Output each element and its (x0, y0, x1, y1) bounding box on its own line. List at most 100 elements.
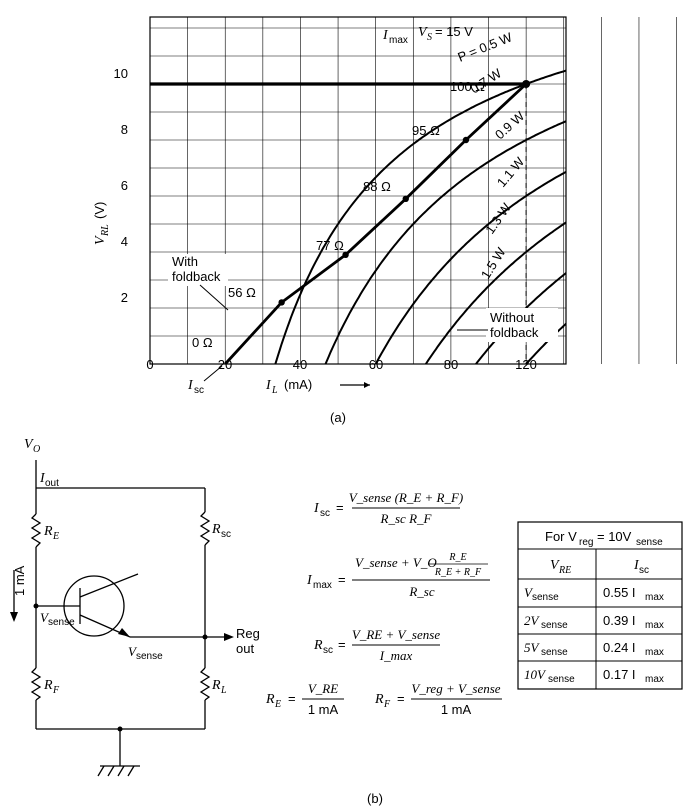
svg-text:0.24 I: 0.24 I (603, 640, 636, 655)
resistor-rsc (199, 511, 211, 546)
table-header: V RE I sc (550, 558, 649, 576)
vsense-right-label: V (128, 644, 138, 659)
svg-text:R_E + R_F: R_E + R_F (434, 567, 482, 578)
y-tick-6: 6 (121, 178, 128, 193)
equation-re: R E = V_RE 1 mA (265, 681, 344, 717)
y-axis-label: V RL (V) (92, 202, 111, 245)
svg-text:R_E: R_E (448, 552, 466, 563)
power-curve-0-9 (374, 170, 566, 364)
svg-text:R: R (313, 638, 323, 653)
rl-label: R (211, 678, 221, 693)
x-tick-0: 0 (146, 357, 153, 372)
reg-out-label: Reg (236, 626, 260, 641)
x-tick-60: 60 (369, 357, 383, 372)
svg-text:out: out (236, 641, 254, 656)
equation-rf: R F = V_reg + V_sense 1 mA (374, 681, 502, 717)
resistor-rl (199, 667, 211, 701)
svg-text:I: I (265, 378, 272, 393)
rf-label: R (43, 678, 53, 693)
y-tick-8: 8 (121, 122, 128, 137)
foldback-point (402, 195, 409, 202)
svg-text:=: = (338, 572, 346, 587)
svg-text:RL: RL (100, 224, 111, 237)
equation-imax: I max = V_sense + V_O R_E R_E + R_F R_sc (306, 552, 490, 599)
svg-text:sense: sense (636, 537, 663, 548)
power-label-1-1: 1.1 W (494, 154, 528, 190)
iout-label: I (39, 471, 46, 486)
svg-text:sense: sense (136, 651, 163, 662)
power-curve-1-1 (424, 221, 566, 364)
isc-label: I sc (187, 365, 223, 396)
re-label: R (43, 524, 53, 539)
svg-text:= 10V: = 10V (597, 529, 632, 544)
table-row: V sense 0.55 I max (524, 585, 664, 603)
chart-marks (150, 80, 531, 365)
svg-text:sense: sense (541, 620, 568, 631)
table-row: 5V sense 0.24 I max (524, 640, 664, 658)
r-label-0: 0 Ω (192, 335, 213, 350)
svg-text:out: out (45, 478, 59, 489)
svg-text:V_sense (R_E + R_F): V_sense (R_E + R_F) (349, 490, 464, 505)
current-label: 1 mA (12, 565, 27, 596)
svg-text:reg: reg (579, 537, 593, 548)
imax-vs-label: I max V S = 15 V (382, 24, 473, 46)
foldback-point (522, 80, 531, 88)
chart-caption: (a) (330, 410, 346, 425)
svg-text:V_RE: V_RE (308, 681, 338, 696)
svg-text:V: V (93, 235, 108, 245)
svg-text:0.17 I: 0.17 I (603, 667, 636, 682)
svg-text:O: O (33, 444, 40, 455)
svg-text:I: I (313, 501, 320, 516)
x-tick-120: 120 (515, 357, 537, 372)
svg-text:foldback: foldback (490, 325, 539, 340)
power-curve-0-7 (324, 120, 566, 364)
with-foldback-note: With foldback (168, 254, 229, 311)
svg-text:0.39 I: 0.39 I (603, 613, 636, 628)
power-curve-0-5 (274, 69, 566, 364)
svg-text:I: I (306, 573, 313, 588)
svg-text:=: = (397, 691, 405, 706)
y-tick-10: 10 (114, 66, 128, 81)
r-label-95: 95 Ω (412, 123, 440, 138)
plot-frame (149, 16, 567, 365)
svg-text:L: L (271, 385, 278, 396)
svg-text:V_reg + V_sense: V_reg + V_sense (411, 681, 500, 696)
svg-text:V_sense + V_O: V_sense + V_O (355, 555, 437, 570)
power-label-1-5: 1.5 W (478, 244, 509, 281)
svg-text:sense: sense (548, 674, 575, 685)
chart-grid (149, 17, 677, 365)
r-label-56: 56 Ω (228, 285, 256, 300)
x-tick-20: 20 (218, 357, 232, 372)
y-tick-2: 2 (121, 290, 128, 305)
sense-table: For V reg = 10V sense V RE I sc V sense … (517, 521, 683, 690)
r-label-88: 88 Ω (363, 179, 391, 194)
x-tick-labels: 0 20 40 60 80 100 120 (146, 357, 536, 372)
chart-axes (149, 16, 567, 365)
svg-text:V_RE + V_sense: V_RE + V_sense (352, 627, 440, 642)
svg-text:R: R (265, 692, 275, 707)
svg-text:E: E (52, 531, 59, 542)
svg-text:foldback: foldback (172, 269, 221, 284)
svg-text:(mA): (mA) (284, 377, 312, 392)
svg-text:1 mA: 1 mA (308, 702, 339, 717)
svg-text:sc: sc (194, 385, 204, 396)
r-label-77: 77 Ω (316, 238, 344, 253)
power-label-1-3: 1.3 W (482, 200, 514, 237)
r-label-100: 100 Ω (450, 79, 485, 94)
svg-text:sense: sense (532, 592, 559, 603)
svg-text:V: V (418, 25, 428, 40)
svg-text:sc: sc (323, 645, 333, 656)
svg-text:sense: sense (541, 647, 568, 658)
svg-text:sc: sc (221, 529, 231, 540)
svg-text:E: E (274, 699, 281, 710)
svg-text:max: max (645, 592, 664, 603)
y-tick-labels: 2 4 6 8 10 (114, 66, 128, 305)
svg-text:I_max: I_max (379, 648, 413, 663)
svg-text:max: max (313, 580, 332, 591)
without-foldback-note: Without foldback (457, 308, 558, 342)
svg-text:2V: 2V (524, 613, 541, 628)
foldback-point (462, 136, 470, 144)
foldback-line (224, 82, 528, 365)
svg-text:1 mA: 1 mA (441, 702, 472, 717)
